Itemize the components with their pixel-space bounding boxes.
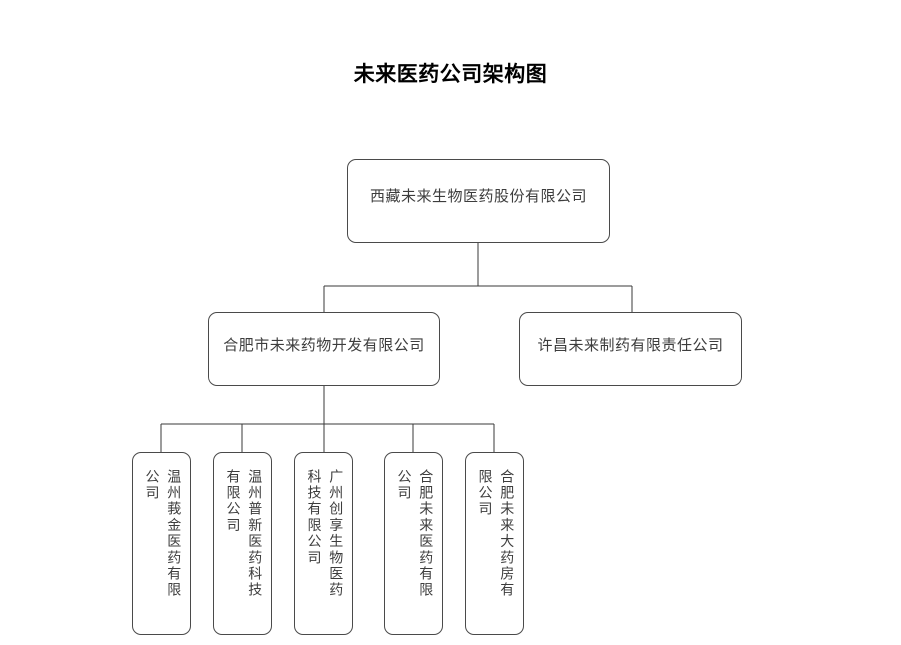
org-node-label: 温州普新医药科技有限公司 <box>224 469 262 599</box>
org-node-label: 西藏未来生物医药股份有限公司 <box>369 189 587 205</box>
org-node-guangzhou-chuangxiang[interactable]: 广州创享生物医药科技有限公司 <box>294 452 353 635</box>
org-node-label: 温州莪金医药有限公司 <box>143 469 181 599</box>
org-node-xuchang[interactable]: 许昌未来制药有限责任公司 <box>519 312 742 386</box>
org-node-label: 合肥未来医药有限公司 <box>395 469 433 599</box>
org-node-label: 许昌未来制药有限责任公司 <box>537 338 724 354</box>
org-node-wenzhou-puxin[interactable]: 温州普新医药科技有限公司 <box>213 452 272 635</box>
org-node-hefei-drugstore[interactable]: 合肥未来大药房有限公司 <box>465 452 524 635</box>
org-node-label: 合肥市未来药物开发有限公司 <box>223 338 425 354</box>
page-title: 未来医药公司架构图 <box>353 62 548 86</box>
org-node-hefei-weilai[interactable]: 合肥未来医药有限公司 <box>384 452 443 635</box>
org-node-hefei-dev[interactable]: 合肥市未来药物开发有限公司 <box>208 312 440 386</box>
org-node-root[interactable]: 西藏未来生物医药股份有限公司 <box>347 159 610 243</box>
org-node-label: 广州创享生物医药科技有限公司 <box>305 469 343 599</box>
org-node-label: 合肥未来大药房有限公司 <box>476 469 514 599</box>
org-node-wenzhou-ejin[interactable]: 温州莪金医药有限公司 <box>132 452 191 635</box>
